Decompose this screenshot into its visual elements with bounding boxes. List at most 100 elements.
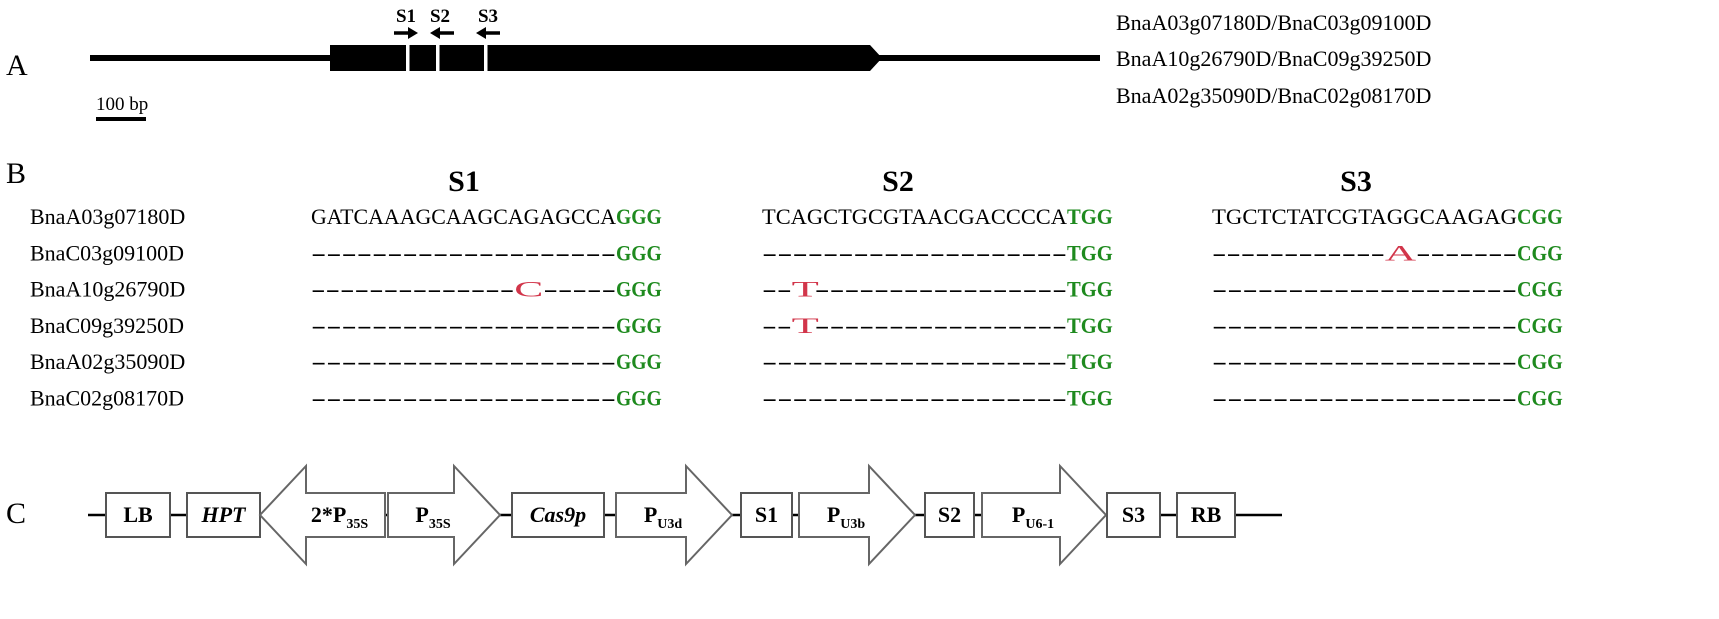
gene-id-pair: BnaA03g07180D/BnaC03g09100D <box>1116 10 1431 35</box>
construct-label-text: S3 <box>1122 502 1145 527</box>
pam-sequence: GGG <box>616 240 662 265</box>
aligned-sequence: -------------------- <box>311 349 616 374</box>
construct-label-text: P <box>644 502 657 527</box>
construct-label: LB <box>123 502 153 527</box>
aligned-sequence: --------------C----- <box>311 277 616 302</box>
construct-element-box: RB <box>1176 492 1236 538</box>
construct-label-subscript: U3d <box>657 517 682 532</box>
aligned-sequence: -------------------- <box>311 240 616 265</box>
construct-element-box: HPT <box>186 492 261 538</box>
panel-c-label: C <box>6 497 26 530</box>
pam-sequence: TGG <box>1067 349 1113 374</box>
primer-arrow-left-icon <box>476 27 500 39</box>
gene-name: BnaA02g35090D <box>30 349 185 374</box>
construct-label-text: 2*P <box>311 502 346 527</box>
aligned-sequence: ------------A------- <box>1212 240 1517 265</box>
primer-arrow-left-icon <box>430 27 454 39</box>
construct-label-subscript: 35S <box>429 517 451 532</box>
pam-sequence: CGG <box>1517 386 1563 411</box>
construct-label: S2 <box>938 502 961 527</box>
panel-a: A S1 S2 S3 BnaA03g07180D/BnaC03g09100D B… <box>6 6 1431 121</box>
aligned-sequence: -------------------- <box>1212 313 1517 338</box>
construct-label-text: P <box>1012 502 1025 527</box>
pam-sequence: GGG <box>616 277 662 302</box>
construct-label: P35S <box>415 502 450 532</box>
aligned-sequence: -------------------- <box>762 349 1067 374</box>
construct-element-arrow-right: P35S <box>387 463 502 567</box>
construct-label: PU3b <box>827 502 866 532</box>
construct-label-subscript: 35S <box>346 517 368 532</box>
gene-id-pair: BnaA02g35090D/BnaC02g08170D <box>1116 83 1431 108</box>
construct-label: S3 <box>1122 502 1145 527</box>
pam-sequence: TGG <box>1067 204 1113 229</box>
aligned-sequence: -------------------- <box>1212 349 1517 374</box>
construct-label-text: P <box>827 502 840 527</box>
construct-element-box: LB <box>105 492 171 538</box>
gene-name: BnaC03g09100D <box>30 240 184 265</box>
aligned-sequence: -------------------- <box>762 386 1067 411</box>
pam-sequence: CGG <box>1517 313 1563 338</box>
construct-label: Cas9p <box>530 502 586 527</box>
construct-label: RB <box>1191 502 1222 527</box>
target-site-marker-s3 <box>484 45 488 71</box>
construct-label: 2*P35S <box>311 502 368 532</box>
primer-arrow-right-icon <box>394 27 418 39</box>
target-site-marker-s2 <box>436 45 440 71</box>
aligned-sequence: TCAGCTGCGTAACGACCCCA <box>762 204 1067 229</box>
gene-name: BnaC02g08170D <box>30 386 184 411</box>
gene-name: BnaA10g26790D <box>30 277 185 302</box>
pam-sequence: TGG <box>1067 386 1113 411</box>
construct-element-box: S3 <box>1106 492 1161 538</box>
construct-element-arrow-left: 2*P35S <box>258 463 386 567</box>
pam-sequence: TGG <box>1067 240 1113 265</box>
construct-label-text: RB <box>1191 502 1222 527</box>
construct-element-arrow-right: PU3b <box>798 463 917 567</box>
construct-label: HPT <box>201 502 248 527</box>
construct-element-arrow-right: PU6-1 <box>981 463 1108 567</box>
primer-label-s1: S1 <box>396 6 416 27</box>
construct-label-subscript: U6-1 <box>1025 517 1054 532</box>
primer-label-s3: S3 <box>478 6 498 27</box>
construct-element-arrow-right: PU3d <box>615 463 734 567</box>
pam-sequence: GGG <box>616 204 662 229</box>
target-title: S1 <box>448 165 480 198</box>
gene-exon-block <box>330 45 882 71</box>
pam-sequence: TGG <box>1067 313 1113 338</box>
aligned-sequence: --T----------------- <box>762 313 1067 338</box>
construct-label-text: LB <box>123 502 153 527</box>
scale-bar <box>96 117 146 121</box>
aligned-sequence: -------------------- <box>762 240 1067 265</box>
construct-label-text: S2 <box>938 502 961 527</box>
construct-element-box: Cas9p <box>511 492 605 538</box>
pam-sequence: CGG <box>1517 349 1563 374</box>
construct-label-subscript: U3b <box>840 517 865 532</box>
primer-label-s2: S2 <box>430 6 450 27</box>
aligned-sequence: --T----------------- <box>762 277 1067 302</box>
construct-label-text: Cas9p <box>530 502 586 527</box>
gene-name: BnaA03g07180D <box>30 204 185 229</box>
construct-label-text: P <box>415 502 428 527</box>
gene-name-column: BnaA03g07180D BnaC03g09100D BnaA10g26790D B… <box>30 204 185 411</box>
construct-label-text: S1 <box>755 502 778 527</box>
construct-label: PU6-1 <box>1012 502 1054 532</box>
construct-element-box: S2 <box>924 492 975 538</box>
pam-sequence: CGG <box>1517 204 1563 229</box>
target-site-marker-s1 <box>406 45 410 71</box>
aligned-sequence: -------------------- <box>1212 386 1517 411</box>
construct-label: PU3d <box>644 502 683 532</box>
pam-sequence: GGG <box>616 313 662 338</box>
construct-label-text: HPT <box>201 502 248 527</box>
pam-sequence: GGG <box>616 349 662 374</box>
scale-bar-label: 100 bp <box>96 94 148 115</box>
panel-b: B BnaA03g07180D BnaC03g09100D BnaA10g26790… <box>6 157 1563 411</box>
construct-element-box: S1 <box>740 492 793 538</box>
panel-b-label: B <box>6 157 26 190</box>
aligned-sequence: GATCAAAGCAAGCAGAGCCA <box>311 204 616 229</box>
aligned-sequence: -------------------- <box>311 313 616 338</box>
gene-name: BnaC09g39250D <box>30 313 184 338</box>
aligned-sequence: -------------------- <box>311 386 616 411</box>
